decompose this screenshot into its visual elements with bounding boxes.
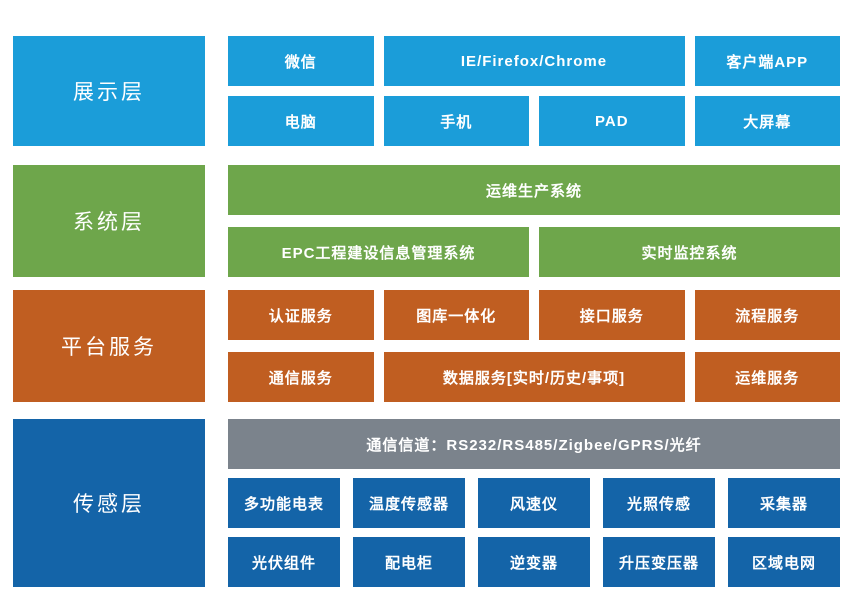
layer-display-content: 微信 IE/Firefox/Chrome 客户端APP 电脑 手机 PAD 大屏… — [228, 36, 840, 146]
display-row-top: 微信 IE/Firefox/Chrome 客户端APP — [228, 36, 840, 86]
box-realtime-monitoring-system: 实时监控系统 — [539, 227, 840, 277]
box-inverter: 逆变器 — [478, 537, 590, 587]
layer-system-content: 运维生产系统 EPC工程建设信息管理系统 实时监控系统 — [228, 165, 840, 277]
box-epc-info-system: EPC工程建设信息管理系统 — [228, 227, 529, 277]
sensor-channel-row: 通信信道：RS232/RS485/Zigbee/GPRS/光纤 — [228, 419, 840, 469]
box-interface-service: 接口服务 — [539, 290, 685, 340]
box-ops-production-system: 运维生产系统 — [228, 165, 840, 215]
box-auth-service: 认证服务 — [228, 290, 374, 340]
layer-sensor: 传感层 通信信道：RS232/RS485/Zigbee/GPRS/光纤 多功能电… — [13, 419, 840, 587]
box-mobile: 手机 — [383, 96, 529, 146]
sensor-row-top: 多功能电表 温度传感器 风速仪 光照传感 采集器 — [228, 478, 840, 528]
box-multifunction-meter: 多功能电表 — [228, 478, 340, 528]
box-pv-module: 光伏组件 — [228, 537, 340, 587]
box-light-sensor: 光照传感 — [603, 478, 715, 528]
box-regional-grid: 区域电网 — [728, 537, 840, 587]
box-client-app: 客户端APP — [694, 36, 840, 86]
system-row-top: 运维生产系统 — [228, 165, 840, 215]
box-comm-channel: 通信信道：RS232/RS485/Zigbee/GPRS/光纤 — [228, 419, 840, 469]
box-distribution-cabinet: 配电柜 — [353, 537, 465, 587]
box-big-screen: 大屏幕 — [694, 96, 840, 146]
box-ops-service: 运维服务 — [694, 352, 840, 402]
layer-label-sensor: 传感层 — [13, 419, 205, 587]
box-pc: 电脑 — [228, 96, 374, 146]
layer-label-system: 系统层 — [13, 165, 205, 277]
platform-row-top: 认证服务 图库一体化 接口服务 流程服务 — [228, 290, 840, 340]
box-step-up-transformer: 升压变压器 — [603, 537, 715, 587]
layer-platform-content: 认证服务 图库一体化 接口服务 流程服务 通信服务 数据服务[实时/历史/事项]… — [228, 290, 840, 402]
layer-platform-services: 平台服务 认证服务 图库一体化 接口服务 流程服务 通信服务 数据服务[实时/历… — [13, 290, 840, 402]
box-temperature-sensor: 温度传感器 — [353, 478, 465, 528]
layer-label-display: 展示层 — [13, 36, 205, 146]
layer-system: 系统层 运维生产系统 EPC工程建设信息管理系统 实时监控系统 — [13, 165, 840, 277]
box-data-service: 数据服务[实时/历史/事项] — [383, 352, 685, 402]
box-collector: 采集器 — [728, 478, 840, 528]
box-pad: PAD — [539, 96, 685, 146]
box-wechat: 微信 — [228, 36, 374, 86]
box-browsers: IE/Firefox/Chrome — [383, 36, 685, 86]
platform-row-bottom: 通信服务 数据服务[实时/历史/事项] 运维服务 — [228, 352, 840, 402]
system-row-bottom: EPC工程建设信息管理系统 实时监控系统 — [228, 227, 840, 277]
box-process-service: 流程服务 — [694, 290, 840, 340]
layer-display: 展示层 微信 IE/Firefox/Chrome 客户端APP 电脑 手机 PA… — [13, 36, 840, 146]
box-anemometer: 风速仪 — [478, 478, 590, 528]
box-comm-service: 通信服务 — [228, 352, 374, 402]
sensor-row-bottom: 光伏组件 配电柜 逆变器 升压变压器 区域电网 — [228, 537, 840, 587]
display-row-bottom: 电脑 手机 PAD 大屏幕 — [228, 96, 840, 146]
box-graphics-integration: 图库一体化 — [383, 290, 529, 340]
layer-sensor-content: 通信信道：RS232/RS485/Zigbee/GPRS/光纤 多功能电表 温度… — [228, 419, 840, 587]
layer-label-platform: 平台服务 — [13, 290, 205, 402]
